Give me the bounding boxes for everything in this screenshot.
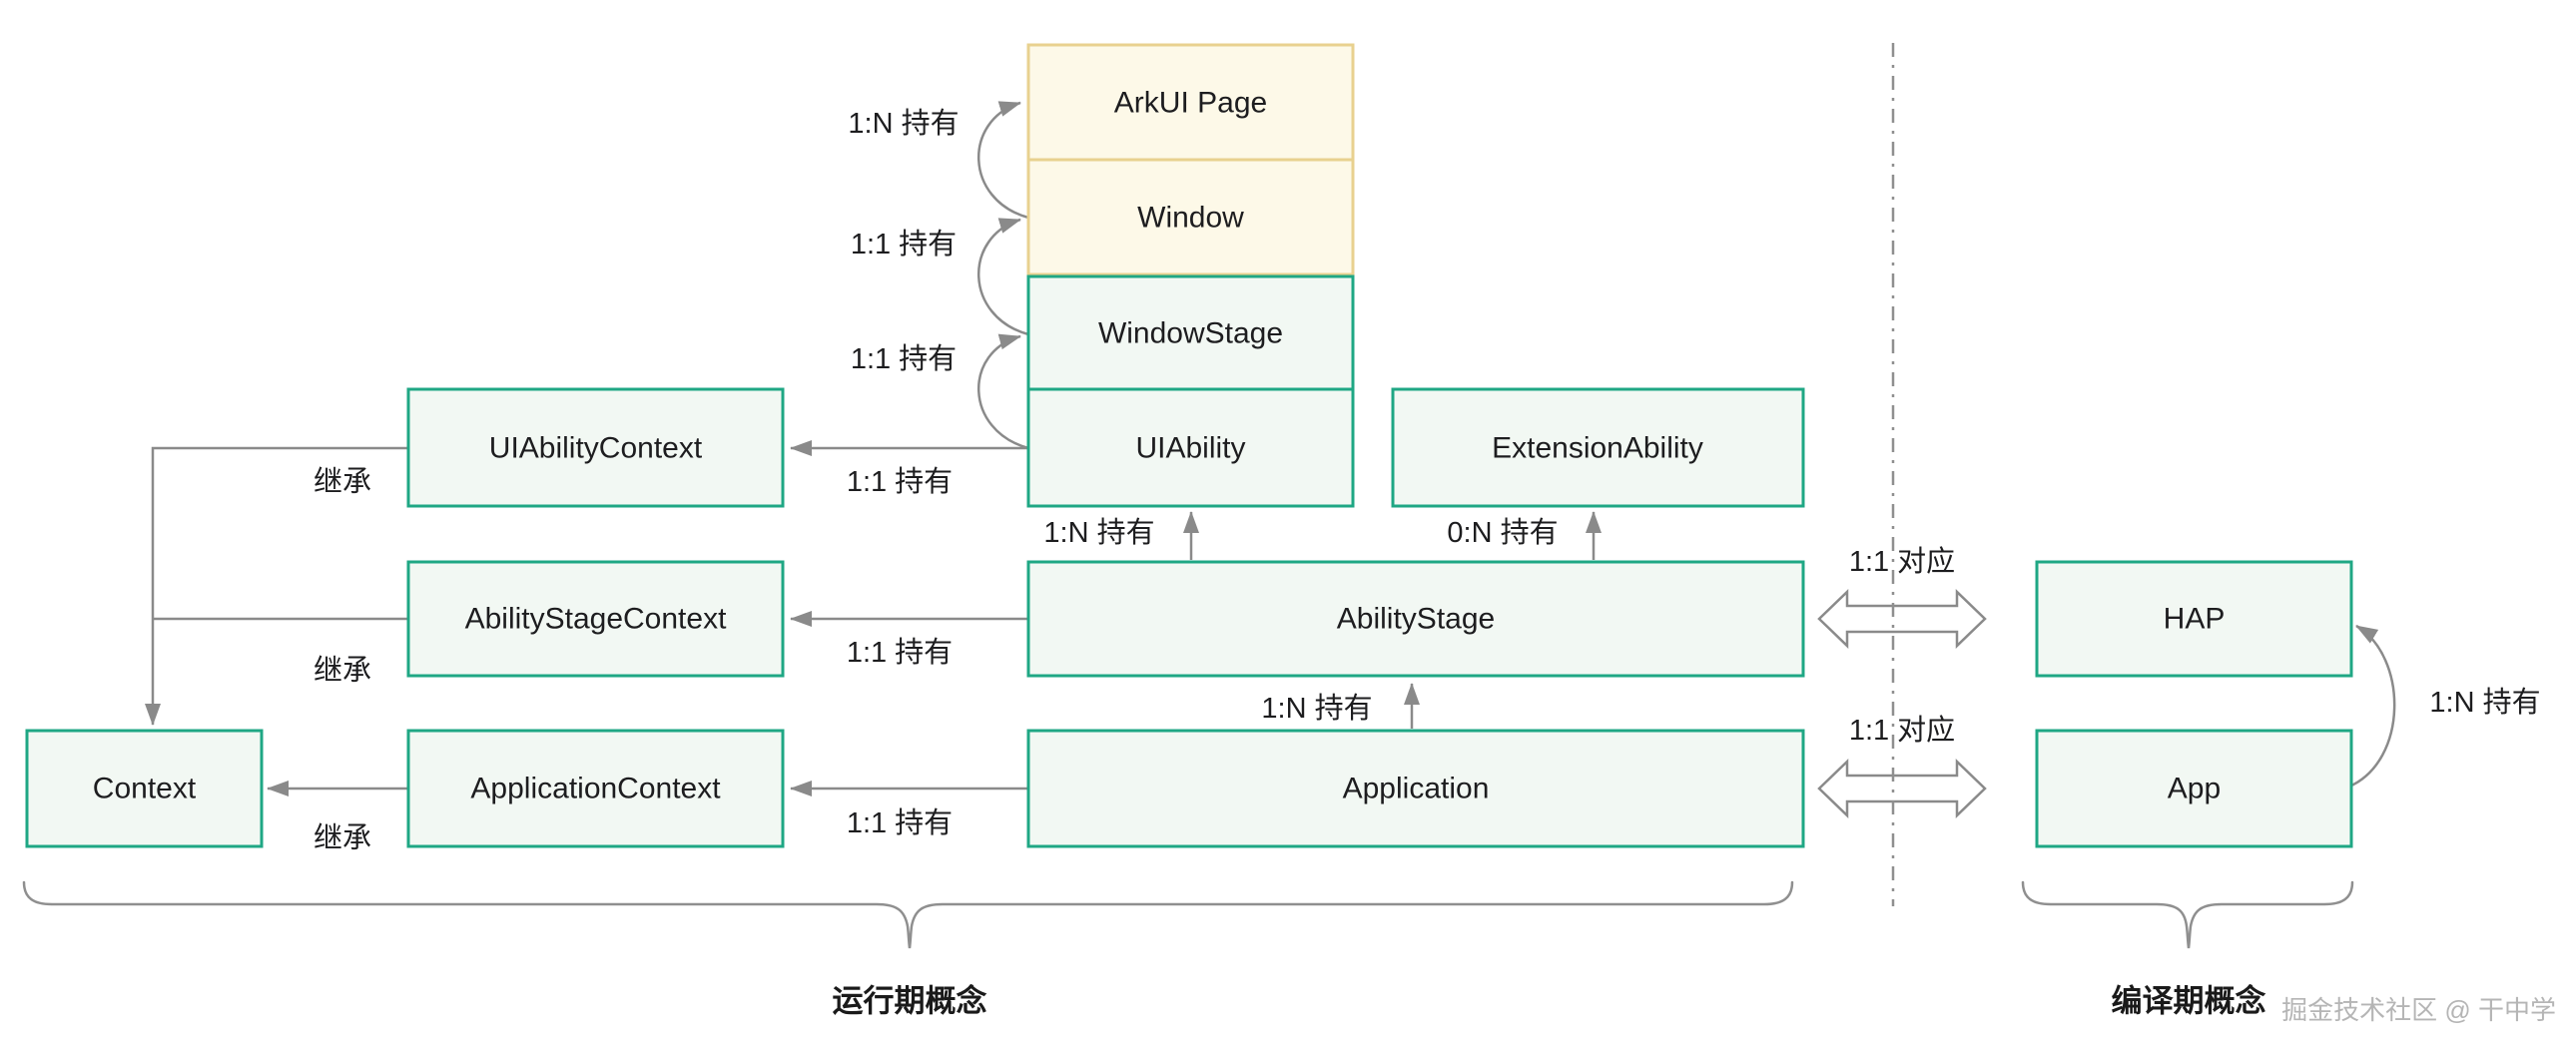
- label-application-applicationcontext: 1:1 持有: [847, 806, 953, 839]
- edge-window-arkuipage: [977, 101, 1029, 220]
- box-window-label: Window: [1137, 202, 1244, 235]
- box-abilitystagecontext: AbilityStageContext: [406, 560, 785, 678]
- label-abilitystage-extensionability: 0:N 持有: [1447, 516, 1558, 549]
- box-application: Application: [1026, 729, 1805, 848]
- box-app-bg: [2035, 729, 2353, 848]
- box-abilitystage-label: AbilityStage: [1337, 603, 1495, 636]
- label-application-app: 1:1 对应: [1849, 714, 1955, 747]
- label-window-arkuipage: 1:N 持有: [848, 107, 959, 140]
- box-window-bg: [1026, 158, 1355, 276]
- box-context-label: Context: [93, 773, 197, 805]
- watermark-shadow: 掘金技术社区 @ 干中学: [2283, 997, 2558, 1027]
- box-extensionability-label: ExtensionAbility: [1492, 432, 1703, 465]
- box-extensionability-bg: [1391, 387, 1805, 508]
- label-uiability-uiabilitycontext: 1:1 持有: [847, 465, 953, 498]
- box-arkui-page-bg: [1026, 43, 1355, 162]
- box-hap-bg: [2035, 560, 2353, 678]
- box-extensionability: ExtensionAbility: [1391, 387, 1805, 508]
- edge-windowstage-window: [977, 218, 1029, 336]
- box-abilitystagecontext-bg: [406, 560, 785, 678]
- box-context: Context: [25, 729, 264, 848]
- box-uiabilitycontext: UIAbilityContext: [406, 387, 785, 508]
- box-window: Window: [1026, 158, 1355, 276]
- box-uiability-label: UIAbility: [1135, 432, 1245, 465]
- box-app-label: App: [2168, 773, 2221, 805]
- box-applicationcontext-bg: [406, 729, 785, 848]
- box-uiabilitycontext-bg: [406, 387, 785, 508]
- label-app-hap: 1:N 持有: [2429, 686, 2540, 719]
- label-inherit-abilitystagecontext: 继承: [314, 654, 371, 687]
- label-abilitystage-abilitystagecontext: 1:1 持有: [847, 636, 953, 669]
- compile-section-label: 编译期概念: [2112, 984, 2266, 1019]
- compile-brace: [2021, 880, 2354, 949]
- box-uiability: UIAbility: [1026, 387, 1355, 508]
- box-arkui-page: ArkUI Page: [1026, 43, 1355, 162]
- box-hap: HAP: [2035, 560, 2353, 678]
- box-context-bg: [25, 729, 264, 848]
- label-windowstage-window: 1:1 持有: [851, 228, 957, 261]
- box-windowstage: WindowStage: [1026, 274, 1355, 391]
- box-application-label: Application: [1343, 773, 1490, 805]
- correspond-arrow-application-app: [1817, 759, 1987, 818]
- runtime-section-label: 运行期概念: [833, 984, 987, 1019]
- box-uiability-bg: [1026, 387, 1355, 508]
- edge-uiabilitycontext-context: [145, 446, 411, 726]
- box-windowstage-label: WindowStage: [1098, 317, 1283, 350]
- label-abilitystage-hap: 1:1 对应: [1849, 545, 1955, 578]
- label-inherit-uiabilitycontext: 继承: [314, 465, 371, 498]
- watermark: 掘金技术社区 @ 干中学: [2281, 995, 2556, 1025]
- box-uiabilitycontext-label: UIAbilityContext: [489, 432, 703, 465]
- box-applicationcontext: ApplicationContext: [406, 729, 785, 848]
- box-abilitystage-bg: [1026, 560, 1805, 678]
- edge-uiability-windowstage: [977, 333, 1029, 450]
- label-application-abilitystage: 1:N 持有: [1261, 692, 1372, 725]
- label-uiability-windowstage: 1:1 持有: [851, 342, 957, 375]
- label-abilitystage-uiability: 1:N 持有: [1043, 516, 1154, 549]
- box-applicationcontext-label: ApplicationContext: [470, 773, 721, 805]
- correspond-arrow-abilitystage-hap: [1817, 589, 1987, 649]
- box-hap-label: HAP: [2164, 603, 2226, 636]
- box-application-bg: [1026, 729, 1805, 848]
- edge-app-hap: [2348, 624, 2396, 789]
- box-abilitystagecontext-label: AbilityStageContext: [465, 603, 727, 636]
- box-arkui-page-label: ArkUI Page: [1114, 87, 1267, 120]
- label-inherit-applicationcontext: 继承: [314, 821, 371, 854]
- runtime-brace: [22, 880, 1794, 949]
- box-app: App: [2035, 729, 2353, 848]
- box-abilitystage: AbilityStage: [1026, 560, 1805, 678]
